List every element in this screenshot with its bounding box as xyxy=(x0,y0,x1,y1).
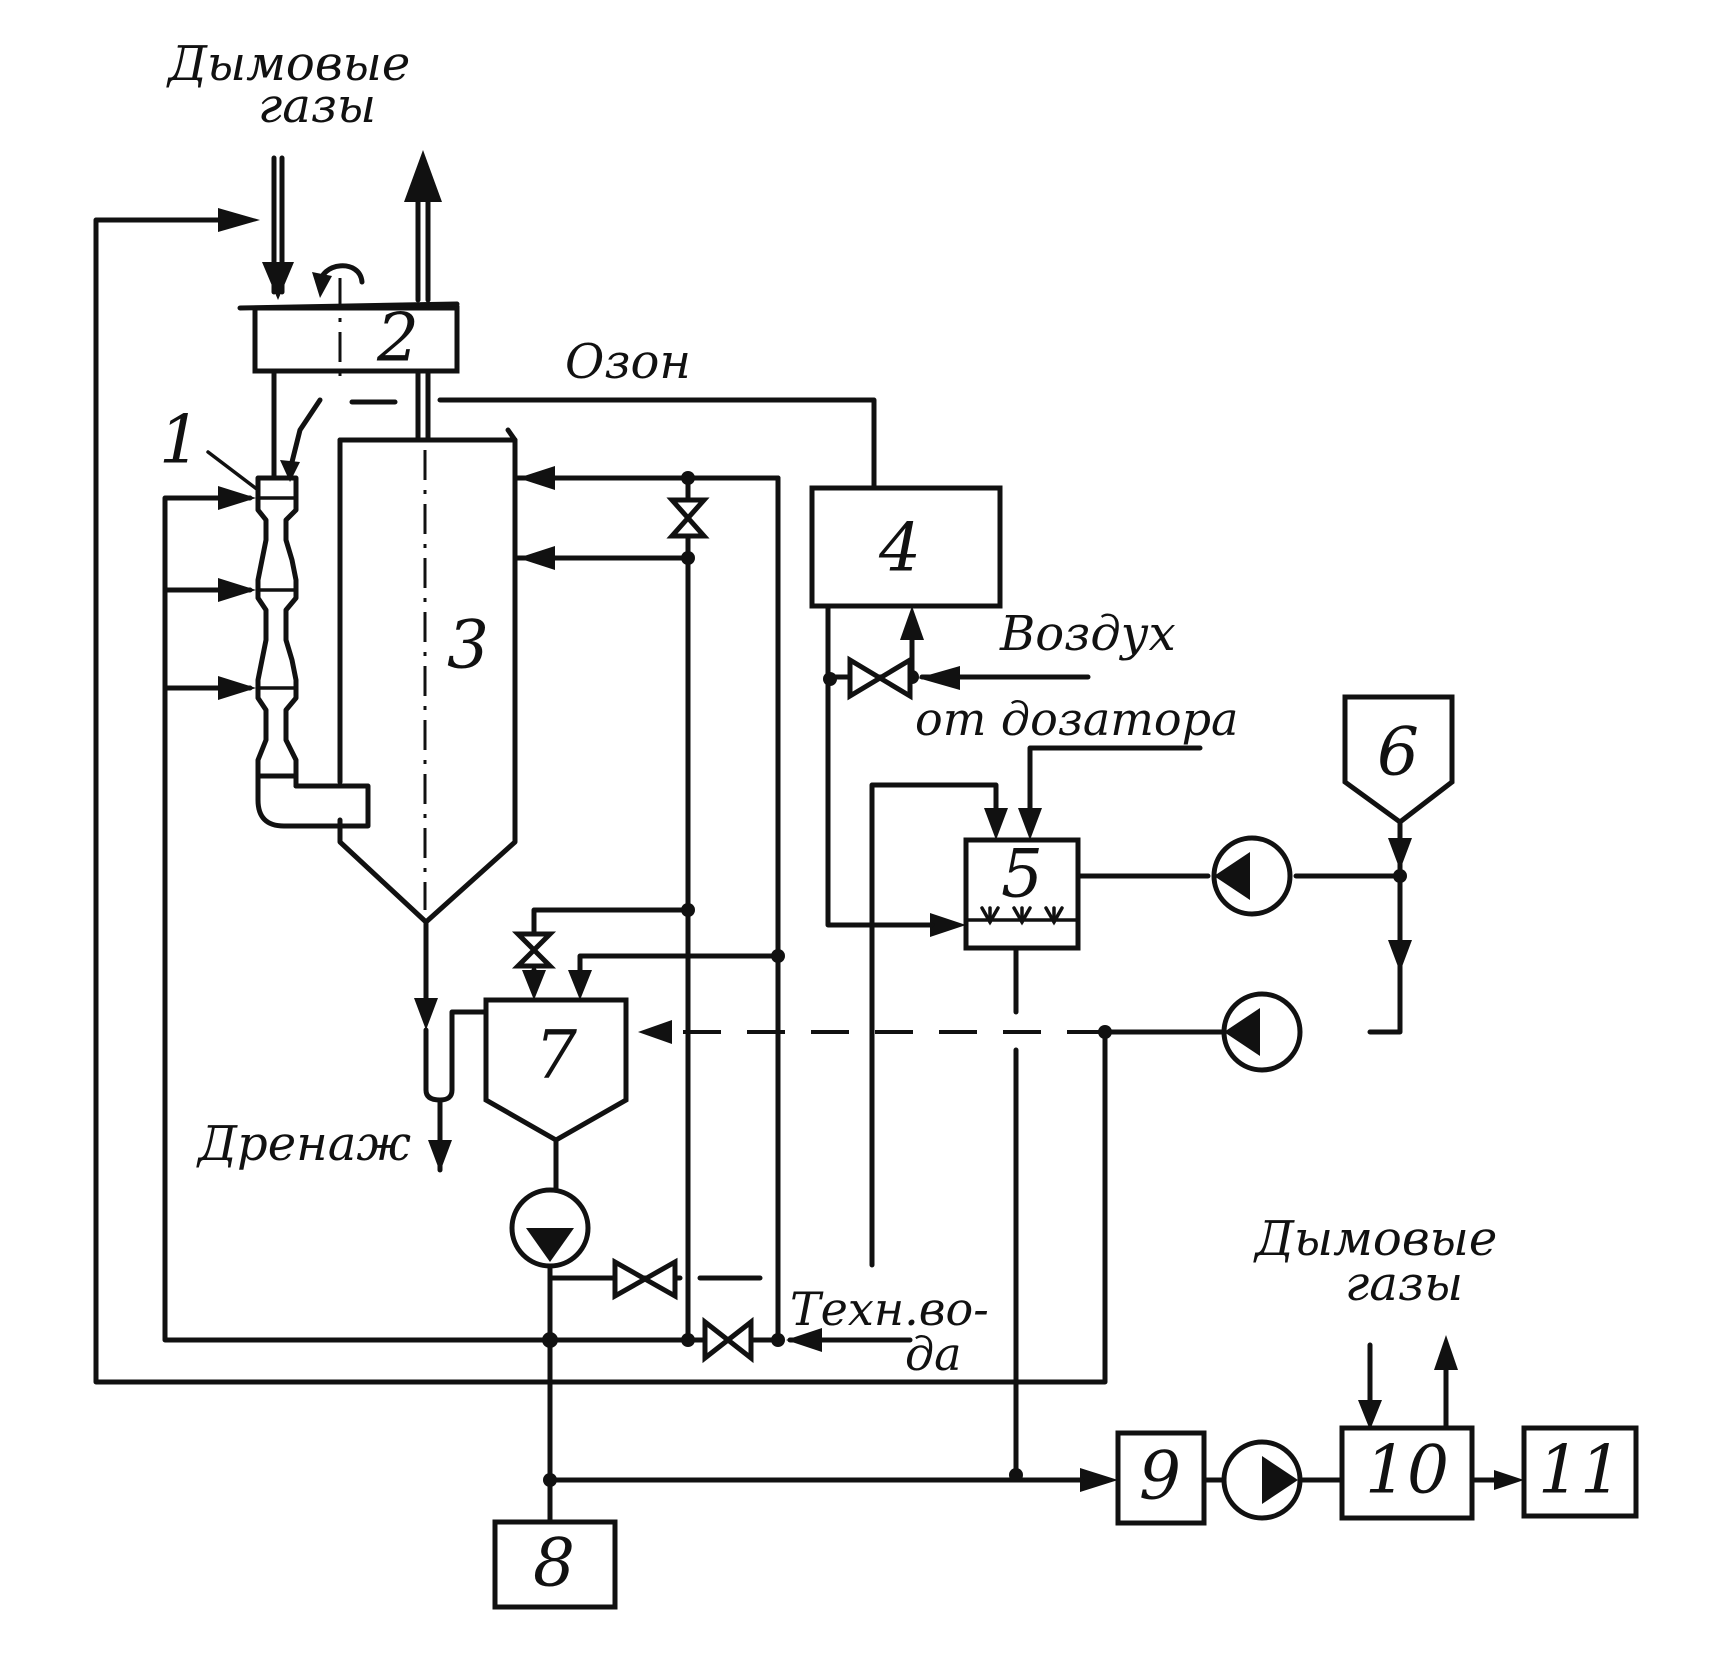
unit-4-ozonator: 4 xyxy=(809,485,1003,609)
tech-water-label-1: Техн.во- xyxy=(790,1282,989,1336)
unit-11-number: 11 xyxy=(1538,1432,1622,1509)
drainage-label: Дренаж xyxy=(196,1116,411,1172)
recirculation-line xyxy=(162,486,695,1348)
tech-water-valve[interactable] xyxy=(702,1316,754,1364)
unit-4-number: 4 xyxy=(878,510,921,587)
unit-6-hopper: 6 xyxy=(1342,694,1455,826)
air-valve[interactable] xyxy=(847,655,913,701)
reagent-line-to-7 xyxy=(93,208,1112,1385)
settler-water-valve[interactable] xyxy=(511,931,557,969)
unit-10-number: 10 xyxy=(1365,1432,1449,1509)
flue-gases-bottom-label-2: газы xyxy=(1345,1256,1463,1312)
unit-5-reagent-tank: 5 xyxy=(963,836,1081,951)
flue-gases-top-label-2: газы xyxy=(258,78,376,134)
ozone-line xyxy=(349,397,877,491)
unit-5-number: 5 xyxy=(1001,836,1043,913)
flue-gas-inlet-top xyxy=(262,155,294,300)
unit-8: 8 xyxy=(492,1519,618,1610)
from-dispenser-label: от дозатора xyxy=(915,692,1238,746)
unit-2-number: 2 xyxy=(376,300,419,377)
unit-10: 10 xyxy=(1339,1425,1475,1521)
pump-to-unit-10[interactable] xyxy=(1221,1439,1303,1521)
unit-3-absorber-column: 3 xyxy=(337,427,518,925)
flue-gas-outlet-top xyxy=(404,150,442,303)
unit-6-number: 6 xyxy=(1377,714,1419,791)
pump-bypass-valve[interactable] xyxy=(612,1257,678,1301)
water-lines-to-column xyxy=(513,466,781,1343)
column-water-valve[interactable] xyxy=(666,497,710,539)
unit-9-number: 9 xyxy=(1139,1438,1181,1515)
unit-1-number: 1 xyxy=(159,402,201,479)
unit-1-venturi-scrubber: 1 xyxy=(159,402,371,829)
air-label: Воздух xyxy=(999,606,1176,662)
tech-water-inlet xyxy=(687,1328,913,1352)
pump-settler-7[interactable] xyxy=(509,1187,591,1269)
unit-7-settler: 7 xyxy=(483,997,629,1143)
unit-9: 9 xyxy=(1115,1430,1207,1526)
flue-gases-bottom-label-1: Дымовые xyxy=(1253,1211,1497,1267)
flue-gases-top-label-1: Дымовые xyxy=(166,36,410,92)
unit-7-number: 7 xyxy=(535,1017,577,1094)
unit-8-number: 8 xyxy=(533,1525,575,1602)
pump-reagent-7[interactable] xyxy=(1221,991,1303,1073)
ozone-label: Озон xyxy=(565,334,691,390)
tech-water-label-2: да xyxy=(905,1327,962,1381)
flue-gas-lines-unit-10 xyxy=(1358,1335,1458,1431)
unit-3-number: 3 xyxy=(447,607,489,684)
unit-11: 11 xyxy=(1521,1425,1639,1519)
pump-reagent-5[interactable] xyxy=(1211,835,1293,917)
unit-2-rotary-exchanger: 2 xyxy=(237,263,460,385)
